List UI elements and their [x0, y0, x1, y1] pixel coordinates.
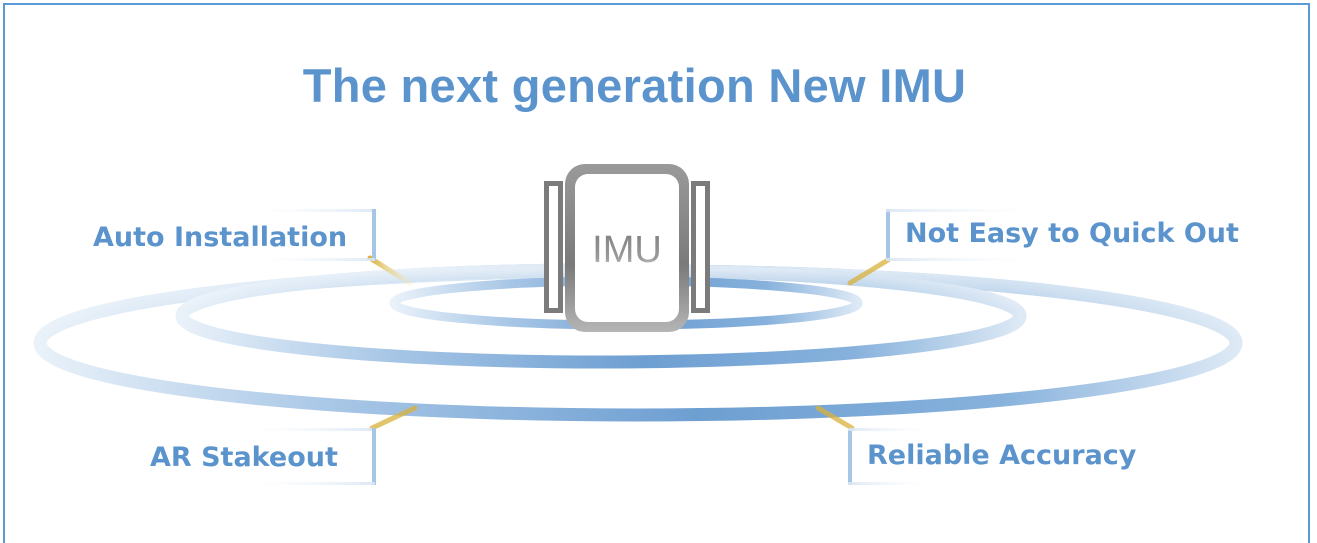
bracket-reliable-accuracy [848, 428, 943, 485]
bracket-ar-stakeout [230, 428, 376, 485]
page-title: The next generation New IMU [302, 59, 967, 112]
feature-auto-installation: Auto Installation [93, 222, 348, 253]
connector-lines [367, 255, 891, 431]
imu-device-icon [544, 164, 710, 332]
feature-reliable-accuracy: Reliable Accuracy [867, 440, 1137, 471]
bracket-quick-out [886, 209, 1056, 261]
feature-ar-stakeout: AR Stakeout [150, 442, 338, 473]
bracket-auto-installation [235, 209, 376, 261]
imu-device-label: IMU [592, 229, 662, 271]
feature-not-easy-to-quick-out: Not Easy to Quick Out [905, 218, 1239, 249]
